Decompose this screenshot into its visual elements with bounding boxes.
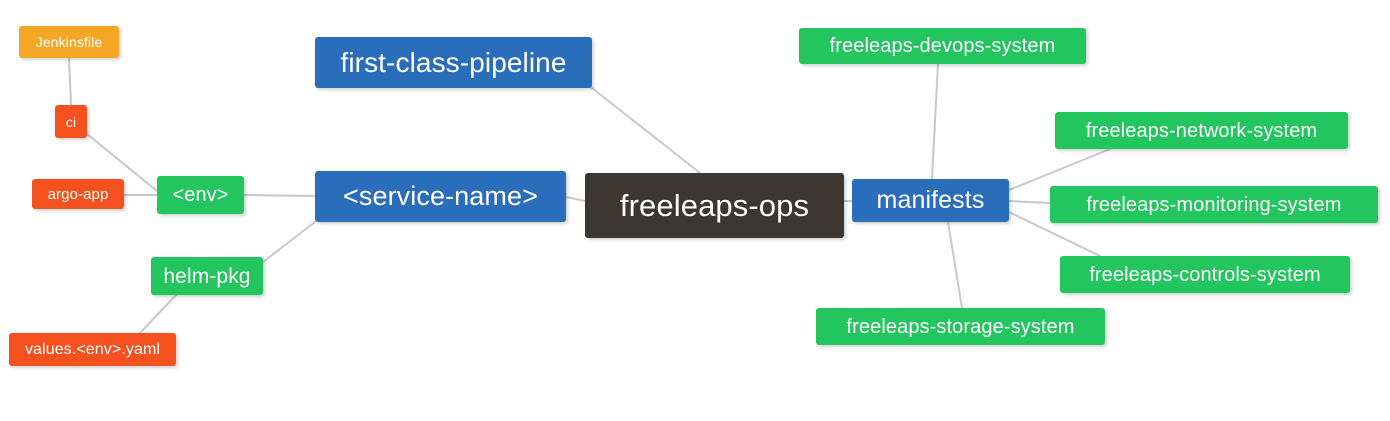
node-label-first-class-pipeline: first-class-pipeline	[340, 46, 567, 78]
edge-helm-pkg-to-values-yaml	[139, 294, 177, 334]
node-label-freeleaps-ops: freeleaps-ops	[619, 188, 810, 223]
edge-manifests-to-monitoring-system	[1008, 200, 1051, 204]
edge-service-name-to-freeleaps-ops	[565, 196, 586, 202]
node-label-monitoring-system: freeleaps-monitoring-system	[1086, 193, 1342, 216]
node-ci[interactable]: ci	[55, 105, 87, 138]
node-label-devops-system: freeleaps-devops-system	[829, 35, 1056, 57]
node-label-helm-pkg: helm-pkg	[163, 264, 251, 288]
node-jenkinsfile[interactable]: Jenkinsfile	[19, 26, 119, 58]
node-devops-system[interactable]: freeleaps-devops-system	[799, 28, 1086, 64]
edge-manifests-to-network-system	[1008, 148, 1111, 191]
edge-env-to-service-name	[243, 194, 316, 197]
node-monitoring-system[interactable]: freeleaps-monitoring-system	[1050, 186, 1378, 223]
node-controls-system[interactable]: freeleaps-controls-system	[1060, 256, 1350, 293]
edge-manifests-to-devops-system	[931, 63, 939, 180]
node-label-network-system: freeleaps-network-system	[1085, 119, 1318, 142]
node-argo-app[interactable]: argo-app	[32, 179, 124, 209]
node-service-name[interactable]: <service-name>	[315, 171, 566, 222]
node-label-ci: ci	[65, 113, 77, 130]
node-network-system[interactable]: freeleaps-network-system	[1055, 112, 1348, 149]
node-env[interactable]: <env>	[157, 176, 244, 214]
node-label-jenkinsfile: Jenkinsfile	[35, 34, 103, 50]
node-label-manifests: manifests	[876, 186, 985, 214]
node-values-yaml[interactable]: values.<env>.yaml	[9, 333, 176, 366]
node-label-storage-system: freeleaps-storage-system	[846, 315, 1075, 338]
node-label-controls-system: freeleaps-controls-system	[1089, 263, 1321, 286]
node-label-service-name: <service-name>	[343, 181, 538, 211]
node-helm-pkg[interactable]: helm-pkg	[151, 257, 263, 295]
node-label-values-yaml: values.<env>.yaml	[24, 340, 161, 358]
edge-jenkinsfile-to-ci	[68, 57, 72, 106]
node-first-class-pipeline[interactable]: first-class-pipeline	[315, 37, 592, 88]
node-manifests[interactable]: manifests	[852, 179, 1009, 222]
edge-first-class-pipeline-to-freeleaps-ops	[591, 87, 701, 174]
node-storage-system[interactable]: freeleaps-storage-system	[816, 308, 1105, 345]
node-freeleaps-ops[interactable]: freeleaps-ops	[585, 173, 844, 238]
edge-manifests-to-storage-system	[947, 221, 963, 309]
node-label-argo-app: argo-app	[47, 185, 109, 203]
edge-service-name-to-helm-pkg	[262, 221, 316, 263]
node-label-env: <env>	[172, 184, 229, 206]
